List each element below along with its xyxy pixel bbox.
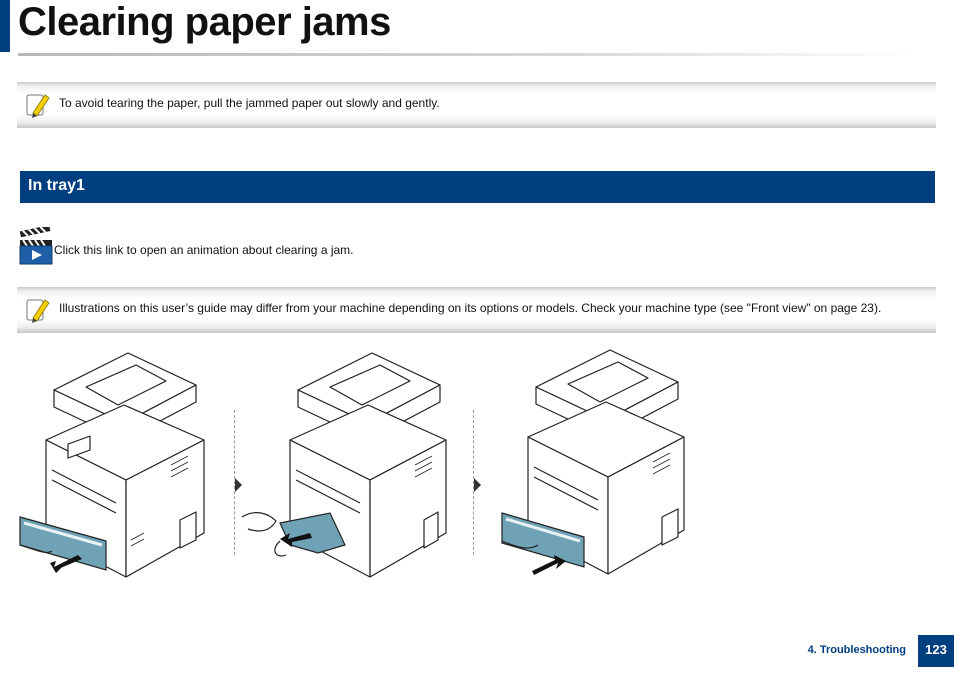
- illustration-step3-insert-tray: [501, 349, 685, 575]
- animation-link-text[interactable]: Click this link to open an animation abo…: [54, 243, 354, 257]
- pencil-note-icon: [26, 94, 50, 118]
- illustration-step1-pull-tray: [19, 352, 205, 578]
- section-header-tray1: In tray1: [20, 171, 935, 203]
- note-text: Illustrations on this user’s guide may d…: [59, 301, 882, 315]
- pencil-note-icon: [26, 299, 50, 323]
- left-accent-bar: [0, 0, 10, 52]
- note-text: To avoid tearing the paper, pull the jam…: [59, 96, 440, 110]
- illustration-step2-remove-paper: [241, 352, 447, 578]
- note-box-illustrations: Illustrations on this user’s guide may d…: [17, 287, 936, 333]
- step-arrow-icon: [235, 478, 242, 492]
- animation-link[interactable]: Click this link to open an animation abo…: [18, 227, 618, 267]
- note-box-tearing: To avoid tearing the paper, pull the jam…: [17, 82, 936, 128]
- step-arrow-icon: [474, 478, 481, 492]
- page-number: 123: [918, 635, 954, 667]
- title-rule: [18, 53, 918, 56]
- step-separator: [473, 410, 474, 555]
- footer-chapter: 4. Troubleshooting: [807, 644, 906, 656]
- page-title: Clearing paper jams: [18, 0, 391, 44]
- clapperboard-play-icon[interactable]: [18, 227, 54, 265]
- step-separator: [234, 410, 235, 555]
- section-title: In tray1: [28, 177, 85, 194]
